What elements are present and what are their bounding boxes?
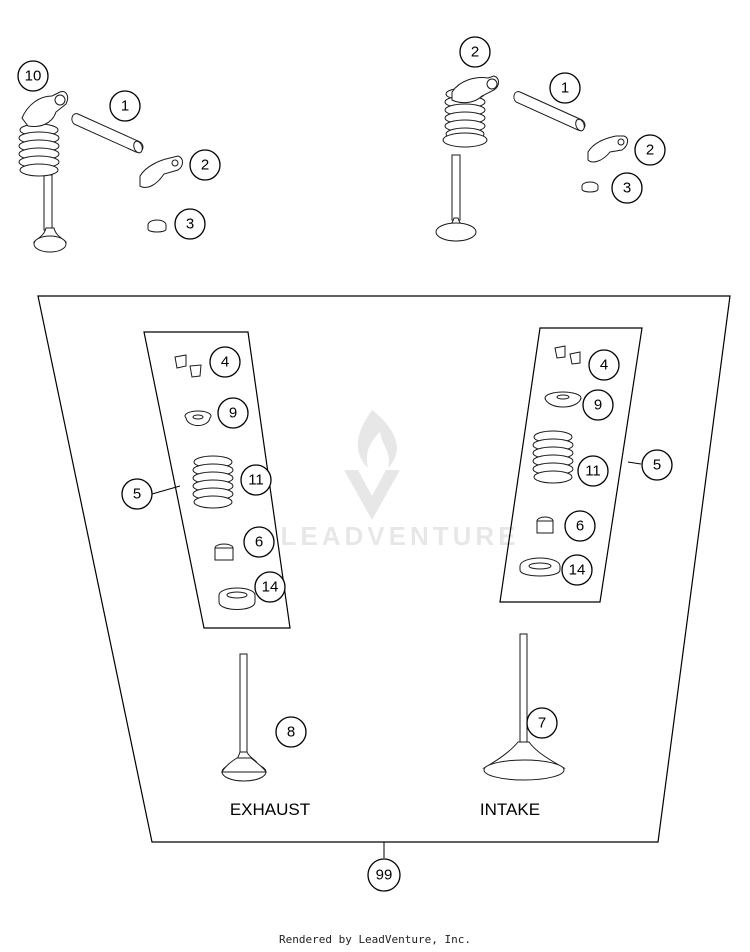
footer-credit: Rendered by LeadVenture, Inc. [278,933,472,946]
intake-label: INTAKE [480,800,540,819]
svg-text:1: 1 [561,80,569,97]
intake-valve [482,633,566,781]
callout-9[interactable]: 9 [217,397,249,429]
assembly-frame [37,295,731,843]
callout-8[interactable]: 8 [275,716,307,748]
svg-text:5: 5 [133,486,141,503]
svg-text:14: 14 [569,562,586,579]
exhaust-valve [221,653,267,782]
callout-2[interactable]: 2 [634,134,666,166]
callout-6[interactable]: 6 [564,510,596,542]
leader-lines [151,461,642,858]
callout-2[interactable]: 2 [189,149,221,181]
svg-text:6: 6 [255,534,263,551]
callout-4[interactable]: 4 [588,349,620,381]
top-right-rocker-assembly [435,75,629,242]
svg-text:11: 11 [585,463,601,480]
svg-text:9: 9 [229,405,237,422]
callout-5[interactable]: 5 [121,478,153,510]
callout-11[interactable]: 11 [577,455,609,487]
callout-5[interactable]: 5 [641,449,673,481]
intake-kit-parts [519,345,582,577]
watermark: LEADVENTURE [280,410,519,551]
callout-10[interactable]: 10 [17,60,49,92]
svg-text:99: 99 [376,867,393,884]
top-left-rocker-assembly [18,91,183,253]
svg-text:4: 4 [600,357,608,374]
exhaust-label: EXHAUST [230,800,310,819]
svg-text:9: 9 [594,397,602,414]
exhaust-kit-frame [143,331,291,629]
callout-7[interactable]: 7 [526,707,558,739]
svg-text:3: 3 [186,216,194,233]
callout-99[interactable]: 99 [367,858,401,892]
intake-kit-frame [499,327,643,603]
svg-text:11: 11 [248,472,264,489]
callout-4[interactable]: 4 [209,346,241,378]
svg-text:8: 8 [287,724,295,741]
svg-text:5: 5 [653,457,661,474]
svg-text:1: 1 [121,98,129,115]
svg-text:6: 6 [576,518,584,535]
svg-text:14: 14 [262,579,279,596]
callout-14[interactable]: 14 [561,554,593,586]
callout-11[interactable]: 11 [240,464,272,496]
callout-3[interactable]: 3 [174,208,206,240]
callout-6[interactable]: 6 [243,526,275,558]
svg-text:7: 7 [538,715,546,732]
svg-text:4: 4 [221,354,229,371]
callout-1[interactable]: 1 [549,72,581,104]
callout-9[interactable]: 9 [582,389,614,421]
svg-text:2: 2 [201,157,209,174]
callout-1[interactable]: 1 [109,90,141,122]
svg-text:2: 2 [646,142,654,159]
svg-text:3: 3 [623,180,631,197]
callout-2[interactable]: 2 [459,36,491,68]
callout-3[interactable]: 3 [611,172,643,204]
callout-14[interactable]: 14 [254,571,286,603]
svg-text:10: 10 [25,68,42,85]
watermark-text: LEADVENTURE [280,521,519,551]
svg-text:2: 2 [471,44,479,61]
exhaust-kit-parts [174,354,256,610]
